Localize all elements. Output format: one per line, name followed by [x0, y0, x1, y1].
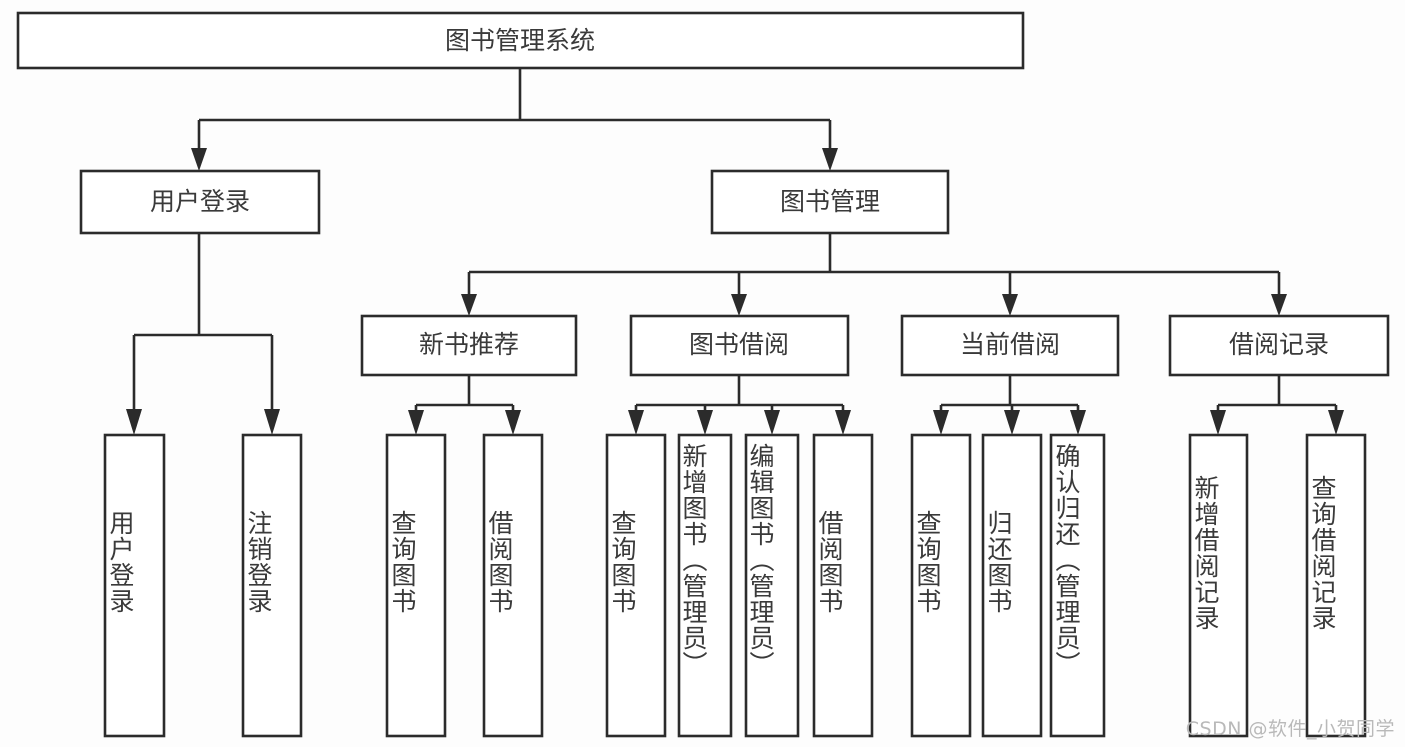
arrow-head-leaf-query-book-1	[408, 410, 424, 435]
node-user-login-box[interactable]	[79, 169, 321, 235]
arrow-head-new-book-rec	[461, 294, 477, 316]
node-user-login-label: 用户登录	[150, 187, 250, 216]
arrow-head-leaf-edit-book	[764, 410, 780, 435]
arrow-head-leaf-borrow-book-1	[505, 410, 521, 435]
node-leaf-add-record-box[interactable]	[1188, 433, 1249, 738]
node-leaf-query-book-2-box[interactable]	[605, 433, 667, 738]
node-leaf-query-record-box[interactable]	[1305, 433, 1367, 738]
node-book-borrow-label: 图书借阅	[689, 330, 789, 359]
node-new-book-rec-label: 新书推荐	[419, 330, 519, 359]
node-new-book-rec-box[interactable]	[360, 314, 578, 377]
arrow-head-leaf-add-book	[697, 410, 713, 435]
arrow-head-leaf-query-book-3	[933, 410, 949, 435]
node-layer: 图书管理系统 用户登录 图书管理 新书推荐 图书借阅 当前借阅 借阅记录	[16, 11, 1390, 738]
node-leaf-query-book-1-box[interactable]	[385, 433, 447, 738]
arrow-head-leaf-borrow-book-2	[835, 410, 851, 435]
arrow-head-borrow-record	[1271, 294, 1287, 316]
arrow-head-leaf-confirm-return	[1070, 410, 1086, 435]
arrow-head-leaf-user-logout	[264, 409, 280, 435]
node-leaf-borrow-book-1-box[interactable]	[482, 433, 544, 738]
node-borrow-record-label: 借阅记录	[1229, 330, 1329, 359]
node-leaf-query-book-3-box[interactable]	[910, 433, 972, 738]
arrow-head-leaf-return-book	[1004, 410, 1020, 435]
node-leaf-return-book-box[interactable]	[981, 433, 1043, 738]
connector-layer	[126, 68, 1344, 435]
node-book-manage-box[interactable]	[710, 169, 950, 235]
arrow-head-book-manage	[822, 148, 838, 171]
node-current-borrow-label: 当前借阅	[960, 330, 1060, 359]
arrow-head-leaf-user-login	[126, 409, 142, 435]
csdn-watermark: CSDN @软件_小贺同学	[1185, 718, 1395, 740]
node-book-manage-label: 图书管理	[780, 187, 880, 216]
arrow-head-book-borrow	[731, 294, 747, 316]
node-leaf-user-login-box[interactable]	[103, 433, 166, 738]
arrow-head-leaf-query-book-2	[628, 410, 644, 435]
node-borrow-record-box[interactable]	[1168, 314, 1390, 377]
node-leaf-borrow-book-2-box[interactable]	[812, 433, 874, 738]
arrow-head-current-borrow	[1002, 294, 1018, 316]
arrow-head-leaf-add-record	[1210, 410, 1226, 435]
arrow-head-leaf-query-record	[1328, 410, 1344, 435]
node-leaf-edit-book-box[interactable]	[744, 433, 800, 738]
arrow-head-user-login	[191, 148, 207, 171]
node-leaf-user-logout-box[interactable]	[241, 433, 303, 738]
node-book-borrow-box[interactable]	[629, 314, 850, 377]
node-root-label: 图书管理系统	[445, 26, 595, 55]
node-root-box[interactable]	[16, 11, 1025, 70]
node-leaf-confirm-return-box[interactable]	[1049, 433, 1106, 738]
node-current-borrow-box[interactable]	[900, 314, 1120, 377]
node-leaf-add-book-box[interactable]	[677, 433, 733, 738]
